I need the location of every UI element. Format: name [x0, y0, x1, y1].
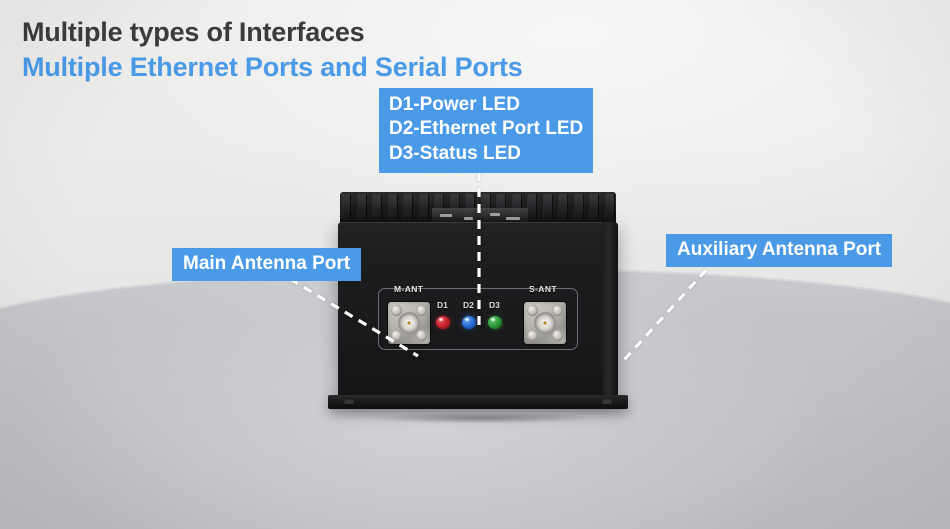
led-label-d3: D3	[489, 300, 500, 310]
led-legend-line-3: D3-Status LED	[389, 142, 521, 164]
auxiliary-antenna-connector[interactable]	[524, 302, 566, 344]
screw-icon	[391, 330, 402, 341]
led-indicator-d2	[462, 316, 476, 329]
m-ant-label: M-ANT	[394, 284, 424, 294]
screw-icon	[416, 305, 427, 316]
mounting-hole-icon	[344, 398, 354, 404]
led-legend-line-2: D2-Ethernet Port LED	[389, 118, 584, 140]
page-title: Multiple types of Interfaces	[22, 17, 365, 47]
led-indicator-d1	[436, 316, 450, 329]
mounting-hole-icon	[602, 398, 612, 404]
screw-icon	[552, 330, 563, 341]
led-legend-callout: D1-Power LED D2-Ethernet Port LED D3-Sta…	[379, 88, 594, 173]
screw-icon	[552, 305, 563, 316]
heatsink-fins	[340, 192, 616, 227]
chassis-right-edge	[602, 222, 618, 400]
heatsink-notch	[506, 217, 520, 220]
led-label-d2: D2	[463, 300, 474, 310]
heatsink-notch	[440, 214, 452, 217]
s-ant-label: S-ANT	[529, 284, 557, 294]
device-unit: M-ANT D1 D2 D3 S-ANT	[328, 192, 628, 418]
coaxial-socket-icon	[398, 312, 420, 334]
screw-icon	[416, 330, 427, 341]
screw-icon	[527, 305, 538, 316]
led-indicator-d3	[488, 316, 502, 329]
main-antenna-connector[interactable]	[388, 302, 430, 344]
led-label-d1: D1	[437, 300, 448, 310]
heatsink-notch	[490, 213, 500, 216]
heatsink-notch	[464, 217, 473, 220]
page-subtitle: Multiple Ethernet Ports and Serial Ports	[22, 52, 523, 82]
device-shadow	[326, 410, 636, 426]
coaxial-socket-icon	[534, 312, 556, 334]
mounting-base	[328, 395, 628, 409]
screw-icon	[527, 330, 538, 341]
main-antenna-callout: Main Antenna Port	[172, 248, 362, 281]
led-legend-line-1: D1-Power LED	[389, 94, 520, 115]
auxiliary-antenna-callout: Auxiliary Antenna Port	[666, 234, 893, 267]
